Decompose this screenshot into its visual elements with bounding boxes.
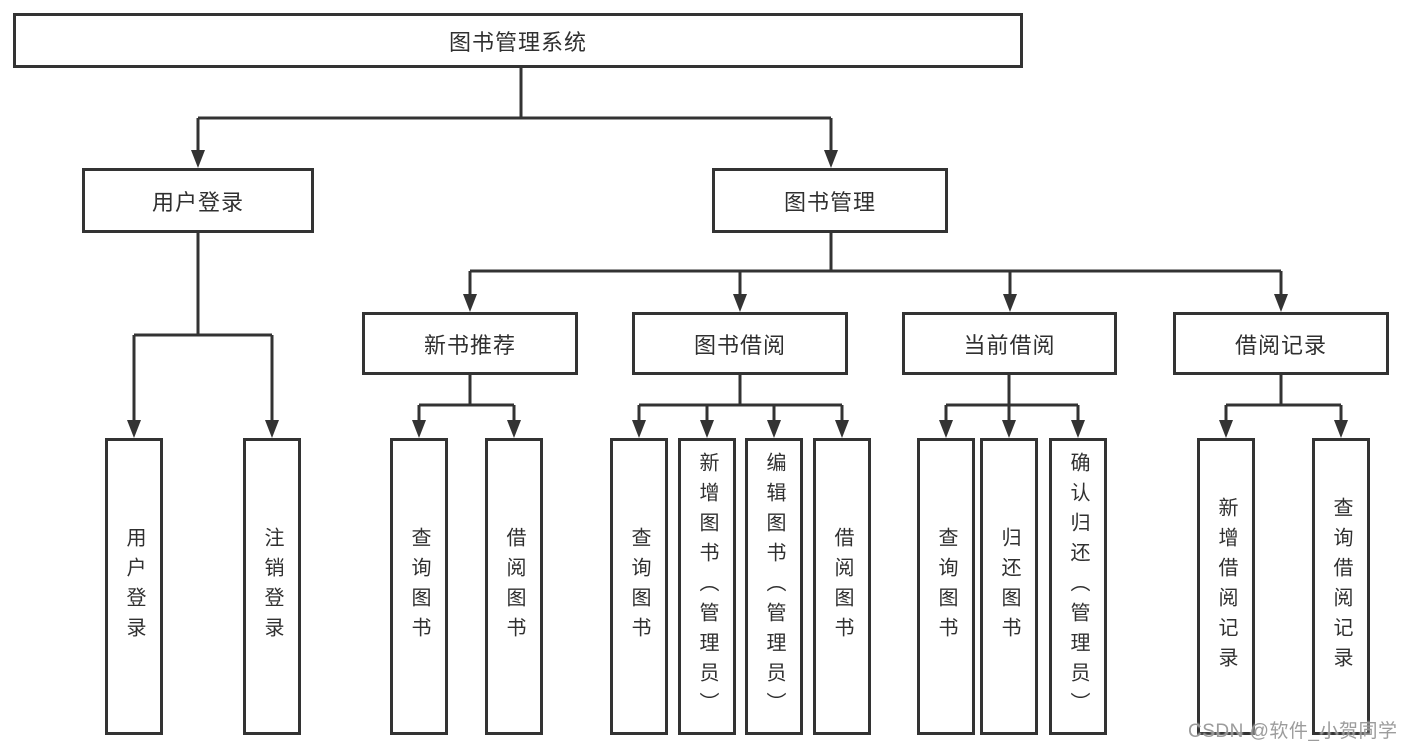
node-label: 注销登录 — [261, 526, 283, 647]
leaf-query-books-current: 查询图书 — [917, 438, 975, 735]
node-label: 图书管理 — [783, 189, 876, 215]
node-label: 归还图书 — [998, 526, 1020, 647]
node-label: 查询图书 — [935, 526, 957, 647]
leaf-query-books-recommend: 查询图书 — [390, 438, 448, 735]
node-user-login: 用户登录 — [82, 168, 314, 233]
leaf-user-login: 用户登录 — [105, 438, 163, 735]
node-label: 查询图书 — [408, 526, 430, 647]
leaf-edit-books-admin: 编辑图书（管理员） — [745, 438, 803, 735]
node-label: 用户登录 — [123, 526, 145, 647]
node-label: 查询借阅记录 — [1330, 496, 1352, 677]
leaf-query-books-borrowing: 查询图书 — [610, 438, 668, 735]
node-label: 新书推荐 — [423, 332, 516, 358]
watermark: CSDN @软件_小贺同学 — [1188, 721, 1398, 742]
node-book-borrowing: 图书借阅 — [632, 312, 848, 375]
node-label: 用户登录 — [151, 189, 244, 215]
leaf-borrow-books-recommend: 借阅图书 — [485, 438, 543, 735]
node-label: 编辑图书（管理员） — [763, 451, 785, 722]
leaf-return-books: 归还图书 — [980, 438, 1038, 735]
node-label: 借阅图书 — [831, 526, 853, 647]
node-current-borrowing: 当前借阅 — [902, 312, 1117, 375]
node-label: 新增图书（管理员） — [696, 451, 718, 722]
node-label: 借阅图书 — [503, 526, 525, 647]
node-label: 图书借阅 — [693, 332, 786, 358]
leaf-logout: 注销登录 — [243, 438, 301, 735]
node-library-management-system: 图书管理系统 — [13, 13, 1023, 68]
leaf-confirm-return-admin: 确认归还（管理员） — [1049, 438, 1107, 735]
node-borrowing-records: 借阅记录 — [1173, 312, 1389, 375]
node-label: 新增借阅记录 — [1215, 496, 1237, 677]
node-label: 当前借阅 — [963, 332, 1056, 358]
leaf-add-books-admin: 新增图书（管理员） — [678, 438, 736, 735]
node-label: 确认归还（管理员） — [1067, 451, 1089, 722]
node-label: 图书管理系统 — [448, 29, 587, 55]
leaf-add-borrow-record: 新增借阅记录 — [1197, 438, 1255, 735]
leaf-query-borrow-record: 查询借阅记录 — [1312, 438, 1370, 735]
node-book-management: 图书管理 — [712, 168, 948, 233]
node-new-book-recommendation: 新书推荐 — [362, 312, 578, 375]
leaf-borrow-books-borrowing: 借阅图书 — [813, 438, 871, 735]
node-label: 借阅记录 — [1234, 332, 1327, 358]
node-label: 查询图书 — [628, 526, 650, 647]
